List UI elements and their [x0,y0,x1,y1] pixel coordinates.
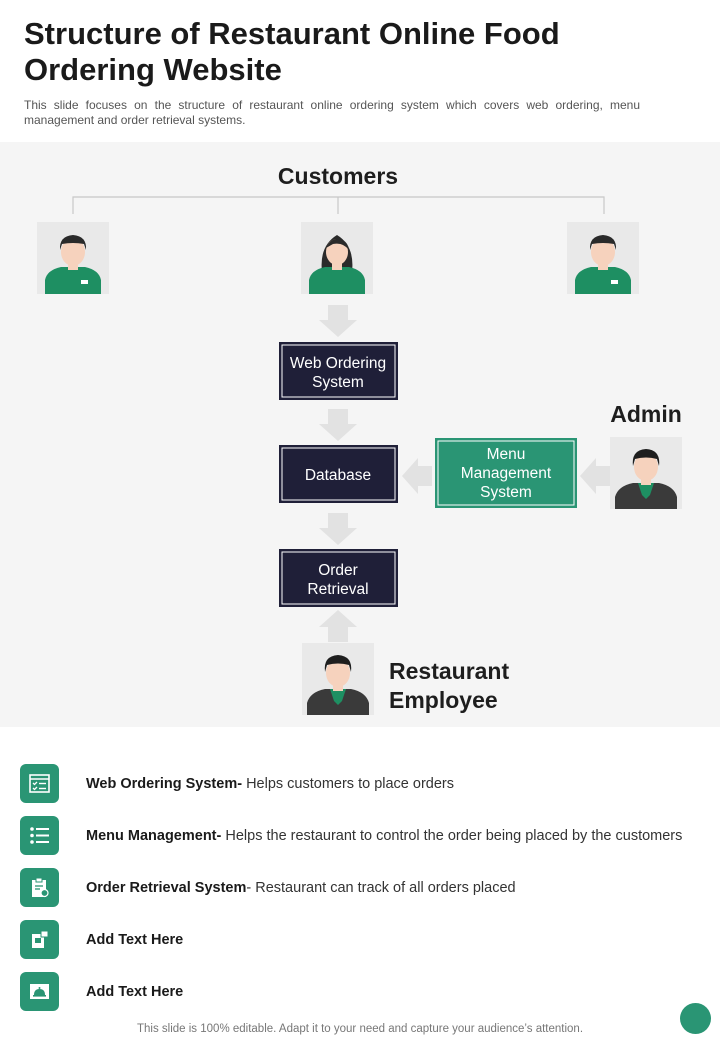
admin-avatar [610,437,682,509]
customer-avatar-female [301,222,373,294]
customers-heading: Customers [278,163,398,189]
employee-heading-1: Restaurant [389,658,509,684]
bullet-description: Helps the restaurant to control the orde… [221,828,683,844]
customer-avatar-male-2 [567,222,639,294]
menu-management-box: Menu Management System [435,438,577,508]
arrow-down-icon [319,513,357,545]
bullet-text: Web Ordering System- Helps customers to … [86,776,454,792]
bullet-description: Helps customers to place orders [242,776,454,792]
order-retrieval-label-1: Order [318,562,358,579]
bullet-title: Add Text Here [86,984,184,1000]
menu-management-label-2: Management [461,465,552,482]
clipboard-icon [20,868,59,907]
cloche-icon [20,972,59,1011]
bullet-title: Add Text Here [86,932,184,948]
bullet-title: Order Retrieval System [86,880,247,896]
checklist-icon [20,764,59,803]
database-label: Database [305,467,371,484]
bullet-title: Web Ordering System- [86,776,243,792]
web-ordering-box: Web Ordering System [279,342,398,400]
bullet-text: Add Text Here [86,984,183,1000]
bullet-title: Menu Management- [86,828,222,844]
accent-dot [680,1003,711,1034]
admin-heading: Admin [610,401,682,427]
arrow-up-icon [319,610,357,642]
footer-note: This slide is 100% editable. Adapt it to… [136,1023,584,1035]
menu-management-label-1: Menu [487,446,526,463]
database-box: Database [279,445,398,503]
arrow-down-icon [319,409,357,441]
order-retrieval-label-2: Retrieval [307,581,368,598]
customers-connector [72,196,605,214]
page-title: Structure of Restaurant Online Food Orde… [24,16,560,87]
arrow-left-icon [580,458,610,494]
customer-avatar-male-1 [37,222,109,294]
order-retrieval-box: Order Retrieval [279,549,398,607]
bullet-menu-management: Menu Management- Helps the restaurant to… [20,816,710,856]
bullet-add-text-2: Add Text Here [20,972,710,1012]
structure-diagram: Customers W [37,163,682,715]
bullet-description: - Restaurant can track of all orders pla… [246,880,516,896]
menu-management-label-3: System [480,484,532,501]
arrow-left-icon [402,458,432,494]
arrow-down-icon [319,305,357,337]
bullet-add-text-1: Add Text Here [20,920,710,960]
bullet-text: Order Retrieval System- Restaurant can t… [86,880,516,896]
bullet-order-retrieval: Order Retrieval System- Restaurant can t… [20,868,710,908]
page-subtitle: This slide focuses on the structure of r… [24,98,640,127]
employee-heading-2: Employee [389,687,498,713]
bullet-web-ordering: Web Ordering System- Helps customers to … [20,764,710,804]
list-icon [20,816,59,855]
web-ordering-label-2: System [312,374,364,391]
bullet-text: Add Text Here [86,932,183,948]
document-icon [20,920,59,959]
bullet-text: Menu Management- Helps the restaurant to… [86,828,682,844]
web-ordering-label-1: Web Ordering [290,355,386,372]
employee-avatar [302,643,374,715]
